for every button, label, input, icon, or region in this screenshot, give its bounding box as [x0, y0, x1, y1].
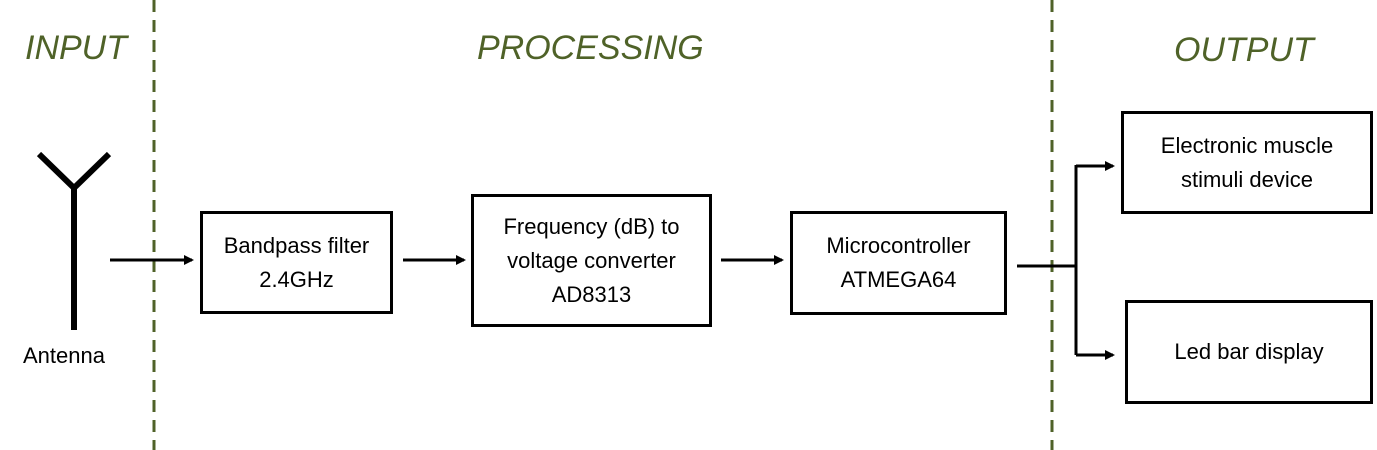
antenna-label: Antenna	[23, 343, 105, 368]
block-line: Bandpass filter	[223, 232, 370, 258]
block-line: ATMEGA64	[840, 267, 957, 292]
block-line: AD8313	[551, 281, 632, 307]
block-muscle-stimuli-device: Electronic muscle stimuli device	[1121, 111, 1373, 214]
block-line: Electronic muscle	[1160, 132, 1334, 158]
block-line: Microcontroller	[826, 233, 971, 258]
block-microcontroller: Microcontroller ATMEGA64	[790, 211, 1007, 315]
antenna-icon	[36, 151, 112, 330]
section-title-input: INPUT	[25, 29, 127, 67]
block-frequency-converter: Frequency (dB) to voltage converter AD83…	[471, 194, 712, 327]
block-led-bar-display: Led bar display	[1125, 300, 1373, 404]
block-line: voltage converter	[507, 247, 676, 273]
block-line: 2.4GHz	[259, 266, 334, 292]
block-line: Frequency (dB) to	[503, 213, 680, 239]
section-title-output: OUTPUT	[1174, 31, 1314, 69]
section-title-processing: PROCESSING	[477, 29, 704, 67]
block-bandpass-filter: Bandpass filter 2.4GHz	[200, 211, 393, 314]
block-line: Led bar display	[1174, 339, 1324, 364]
block-line: stimuli device	[1180, 166, 1314, 192]
